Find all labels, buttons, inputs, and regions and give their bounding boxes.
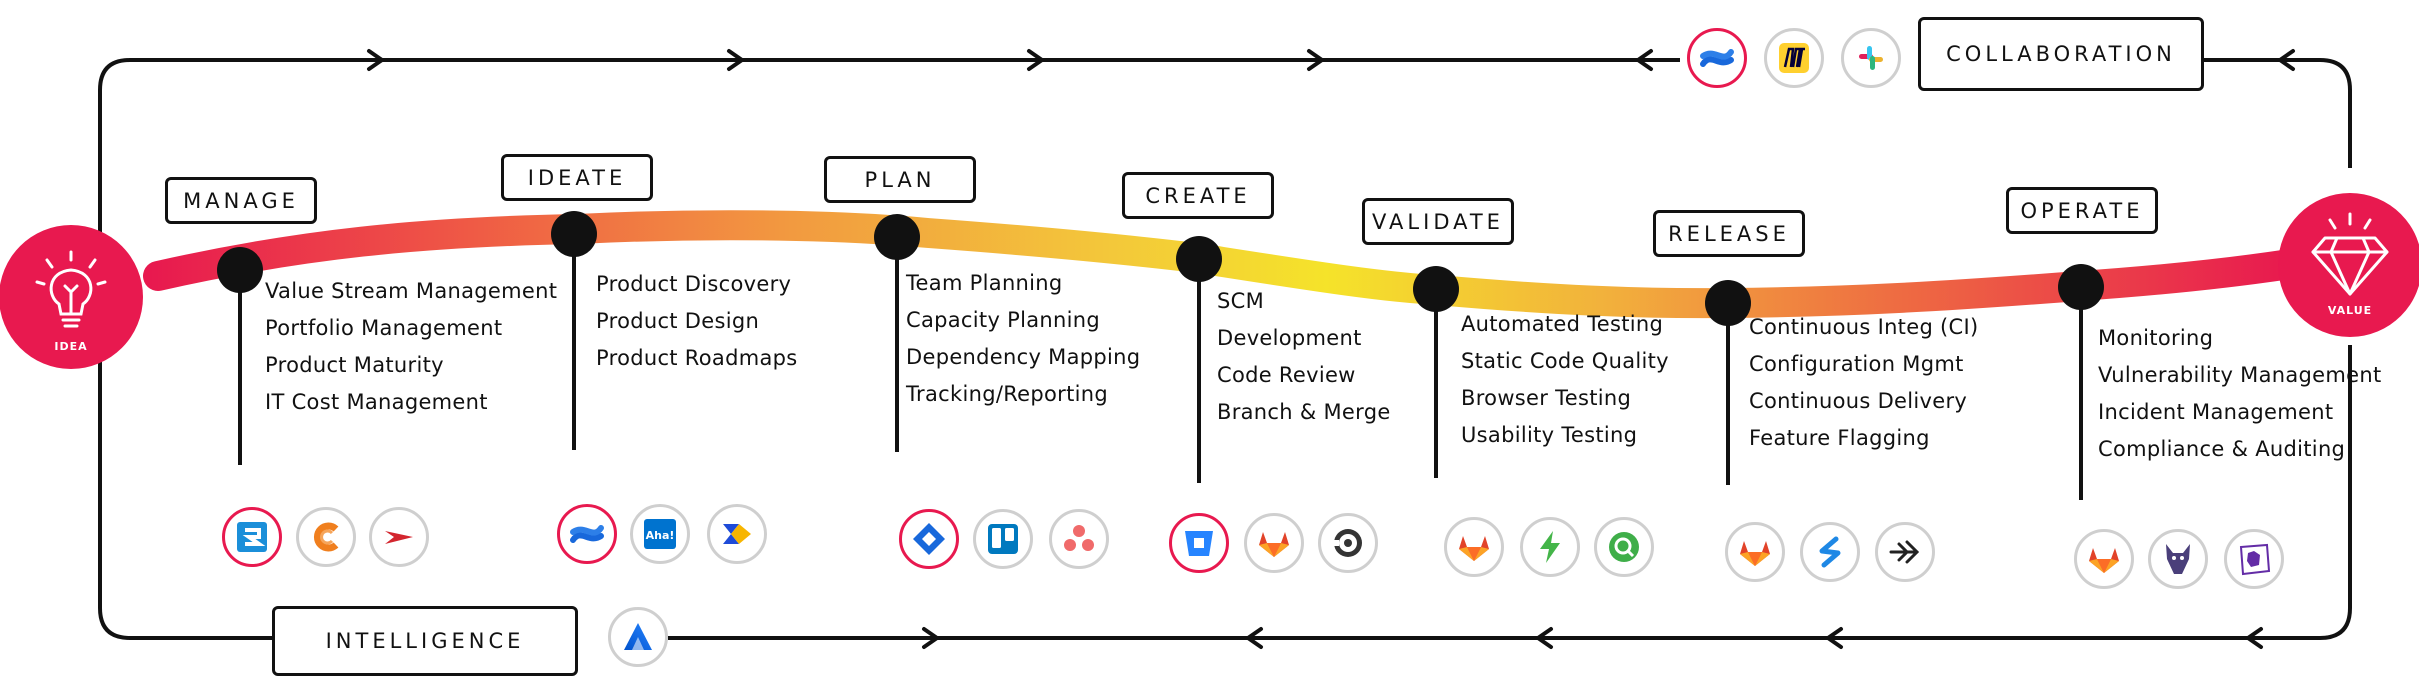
datadog-icon <box>2224 529 2284 589</box>
stage-dot <box>874 214 920 260</box>
intelligence-label: INTELLIGENCE <box>272 606 578 676</box>
capability-item: Continuous Delivery <box>1749 389 1968 413</box>
stage-label-validate: VALIDATE <box>1362 198 1514 245</box>
capability-item: Automated Testing <box>1461 312 1664 336</box>
loop-line <box>2200 58 2352 168</box>
gitlab-icon <box>2074 529 2134 589</box>
circleci-icon <box>1318 513 1378 573</box>
capability-item: Branch & Merge <box>1217 400 1391 424</box>
capability-item: Product Discovery <box>596 272 792 296</box>
stage-label-manage: MANAGE <box>165 177 317 224</box>
trello-icon <box>973 509 1033 569</box>
swimlane-icon <box>1800 522 1860 582</box>
capability-item: Product Maturity <box>265 353 444 377</box>
capability-item: Product Design <box>596 309 760 333</box>
diamond-icon <box>2311 212 2389 296</box>
svg-text:Aha!: Aha! <box>646 529 675 542</box>
lightbulb-icon <box>35 250 107 328</box>
capability-item: Tracking/Reporting <box>906 382 1108 406</box>
stage-dot <box>217 247 263 293</box>
flow-arrow-icon <box>2278 49 2295 71</box>
clarity-icon <box>296 507 356 567</box>
flow-arrow-icon <box>727 49 744 71</box>
stage-dot <box>1176 236 1222 282</box>
flow-arrow-icon <box>1307 49 1324 71</box>
capability-item: Value Stream Management <box>265 279 558 303</box>
flow-arrow-icon <box>2246 627 2263 649</box>
jira-align-icon <box>222 507 282 567</box>
value-node: VALUE <box>2278 193 2419 337</box>
gitlab-icon <box>1244 513 1304 573</box>
confluence-icon <box>557 504 617 564</box>
doberman-icon <box>2148 529 2208 589</box>
slack-icon <box>1841 28 1901 88</box>
flow-arrow-icon <box>1636 49 1653 71</box>
arrow-icon <box>1875 522 1935 582</box>
idea-label: IDEA <box>54 340 87 353</box>
stage-label-release: RELEASE <box>1653 210 1805 257</box>
apptio-icon <box>369 507 429 567</box>
stage-dot <box>1705 280 1751 326</box>
capability-item: Incident Management <box>2098 400 2334 424</box>
flow-arrow-icon <box>367 49 384 71</box>
capability-item: Compliance & Auditing <box>2098 437 2346 461</box>
confluence-icon <box>1687 28 1747 88</box>
capability-item: Portfolio Management <box>265 316 503 340</box>
stage-label-operate: OPERATE <box>2006 187 2158 234</box>
capability-item: Configuration Mgmt <box>1749 352 1964 376</box>
stage-label-plan: PLAN <box>824 156 976 203</box>
flow-arrow-icon <box>922 627 939 649</box>
atlassian-icon <box>608 607 668 667</box>
capability-item: Product Roadmaps <box>596 346 798 370</box>
stage-label-ideate: IDEATE <box>501 154 653 201</box>
stage-dot <box>551 211 597 257</box>
capability-item: Code Review <box>1217 363 1356 387</box>
lightning-icon <box>1520 517 1580 577</box>
stage-label-create: CREATE <box>1122 172 1274 219</box>
stage-dot <box>1413 266 1459 312</box>
capability-item: Monitoring <box>2098 326 2214 350</box>
asana-icon <box>1049 509 1109 569</box>
jira-icon <box>899 509 959 569</box>
capability-item: Dependency Mapping <box>906 345 1141 369</box>
idea-node: IDEA <box>0 225 143 369</box>
productboard-icon <box>707 504 767 564</box>
bitbucket-icon <box>1169 513 1229 573</box>
stage-dot <box>2058 264 2104 310</box>
gitlab-icon <box>1444 517 1504 577</box>
flow-arrow-icon <box>1536 627 1553 649</box>
capability-item: Feature Flagging <box>1749 426 1930 450</box>
loop-line <box>98 58 1680 232</box>
aha-icon: Aha! <box>630 504 690 564</box>
capability-item: Continuous Integ (CI) <box>1749 315 1979 339</box>
flow-arrow-icon <box>1246 627 1263 649</box>
capability-item: Capacity Planning <box>906 308 1101 332</box>
miro-icon <box>1764 28 1824 88</box>
capability-item: IT Cost Management <box>265 390 488 414</box>
capability-item: Browser Testing <box>1461 386 1632 410</box>
flow-arrow-icon <box>1826 627 1843 649</box>
capability-item: Usability Testing <box>1461 423 1638 447</box>
capability-item: Vulnerability Management <box>2098 363 2382 387</box>
capability-item: Team Planning <box>906 271 1063 295</box>
capability-item: Development <box>1217 326 1362 350</box>
capability-item: SCM <box>1217 289 1265 313</box>
value-label: VALUE <box>2328 304 2372 317</box>
gitlab-icon <box>1725 522 1785 582</box>
capability-item: Static Code Quality <box>1461 349 1669 373</box>
loop-line <box>98 328 272 640</box>
flow-arrow-icon <box>1027 49 1044 71</box>
collaboration-label: COLLABORATION <box>1918 17 2204 91</box>
qtest-icon <box>1594 517 1654 577</box>
loop-line <box>668 345 2352 640</box>
